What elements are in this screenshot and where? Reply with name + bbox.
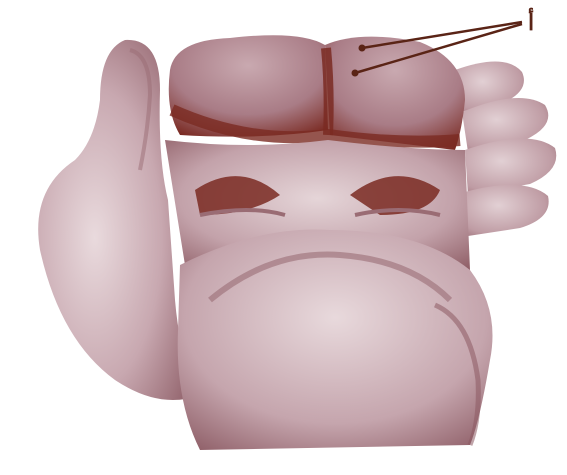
- upper-lobes: [169, 35, 465, 150]
- right-fingers: [455, 61, 556, 236]
- pointer-dot-1: [359, 45, 366, 52]
- pointer-dot-2: [352, 70, 359, 77]
- lower-mound: [178, 229, 493, 450]
- figure-label: أ: [528, 12, 534, 34]
